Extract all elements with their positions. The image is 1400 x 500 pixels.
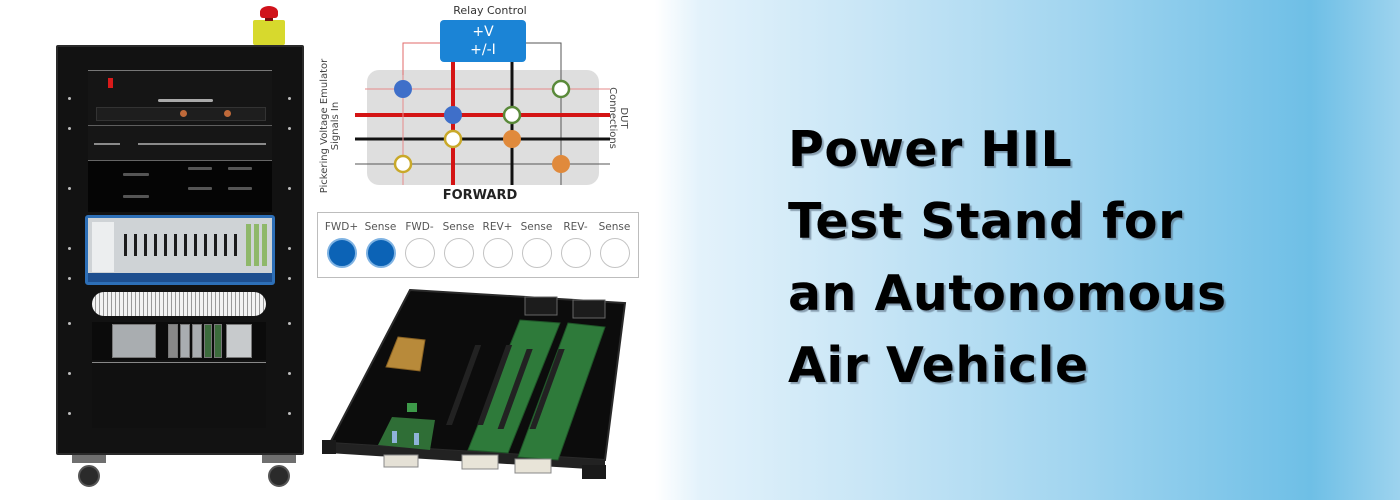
channel-rev-minus-sense: Sense — [596, 221, 634, 277]
forward-label: FORWARD — [442, 188, 518, 203]
channel-rev-plus-sense: Sense — [518, 221, 556, 277]
caster-wheel-icon — [262, 455, 296, 489]
power-supply-unit — [88, 70, 272, 125]
channel-indicator-icon — [521, 238, 552, 268]
matrix-wiring-icon — [355, 42, 610, 185]
e-stop-housing — [253, 20, 285, 45]
chassis-label-strip — [88, 273, 272, 282]
channel-indicator-icon — [560, 238, 591, 268]
vent-grille — [92, 292, 266, 316]
headline-line-3: an Autonomous — [788, 265, 1227, 322]
channel-indicator-icon — [365, 238, 396, 268]
knob-icon — [224, 110, 231, 117]
channel-label: FWD+ — [324, 221, 359, 233]
channel-indicator-icon — [482, 238, 513, 268]
channel-status-panel: FWD+ Sense FWD- Sense REV+ Sense REV- Se… — [317, 212, 639, 278]
channel-indicator-icon — [599, 238, 630, 268]
red-indicator-icon — [108, 78, 113, 88]
handle-bar — [158, 99, 213, 102]
relay-control-label: Relay Control — [453, 4, 527, 17]
channel-label: REV+ — [482, 221, 513, 233]
channel-label: Sense — [598, 221, 631, 233]
channel-rev-plus: REV+ — [479, 221, 517, 277]
knob-icon — [180, 110, 187, 117]
caster-wheel-icon — [72, 455, 106, 489]
channel-indicator-icon — [443, 238, 474, 268]
channel-rev-minus: REV- — [557, 221, 595, 277]
blank-panel — [88, 125, 272, 160]
channel-label: Sense — [520, 221, 553, 233]
headline-line-1: Power HIL — [788, 121, 1073, 178]
channel-fwd-plus-sense: Sense — [362, 221, 400, 277]
relay-current-label: +/-I — [470, 42, 496, 58]
channel-label: FWD- — [405, 221, 434, 233]
rack-post-left — [66, 47, 74, 457]
banner-headline: Power HIL Test Stand for an Autonomous A… — [788, 114, 1227, 402]
channel-indicator-icon — [326, 238, 357, 268]
dut-connections-label: DUT Connections — [607, 87, 629, 149]
rack-post-right — [286, 47, 294, 457]
headline-line-4: Air Vehicle — [788, 337, 1089, 394]
controller-module — [92, 222, 114, 272]
channel-fwd-plus: FWD+ — [323, 221, 361, 277]
heatsink-component — [385, 336, 426, 372]
channel-fwd-minus-sense: Sense — [440, 221, 478, 277]
rack-ear-left — [322, 440, 336, 454]
emulator-signals-label: Pickering Voltage Emulator Signals In — [319, 58, 341, 194]
rack-ear-right — [582, 465, 606, 479]
channel-fwd-minus: FWD- — [401, 221, 439, 277]
blue-gradient-background — [655, 0, 1400, 500]
relay-voltage-label: +V — [472, 24, 494, 40]
rack-tray-board-illustration — [322, 288, 627, 479]
lower-cabinet-panel — [92, 362, 266, 428]
headline-line-2: Test Stand for — [788, 193, 1183, 250]
channel-label: Sense — [442, 221, 475, 233]
channel-indicator-icon — [404, 238, 435, 268]
io-module-row — [92, 322, 266, 360]
relay-control-box: +V +/-I — [440, 20, 526, 62]
pxi-chassis — [85, 215, 275, 285]
connector-panel — [88, 160, 272, 212]
channel-label: REV- — [563, 221, 588, 233]
channel-label: Sense — [364, 221, 397, 233]
e-stop-button-icon — [260, 6, 278, 18]
e-stop-neck — [265, 16, 273, 21]
